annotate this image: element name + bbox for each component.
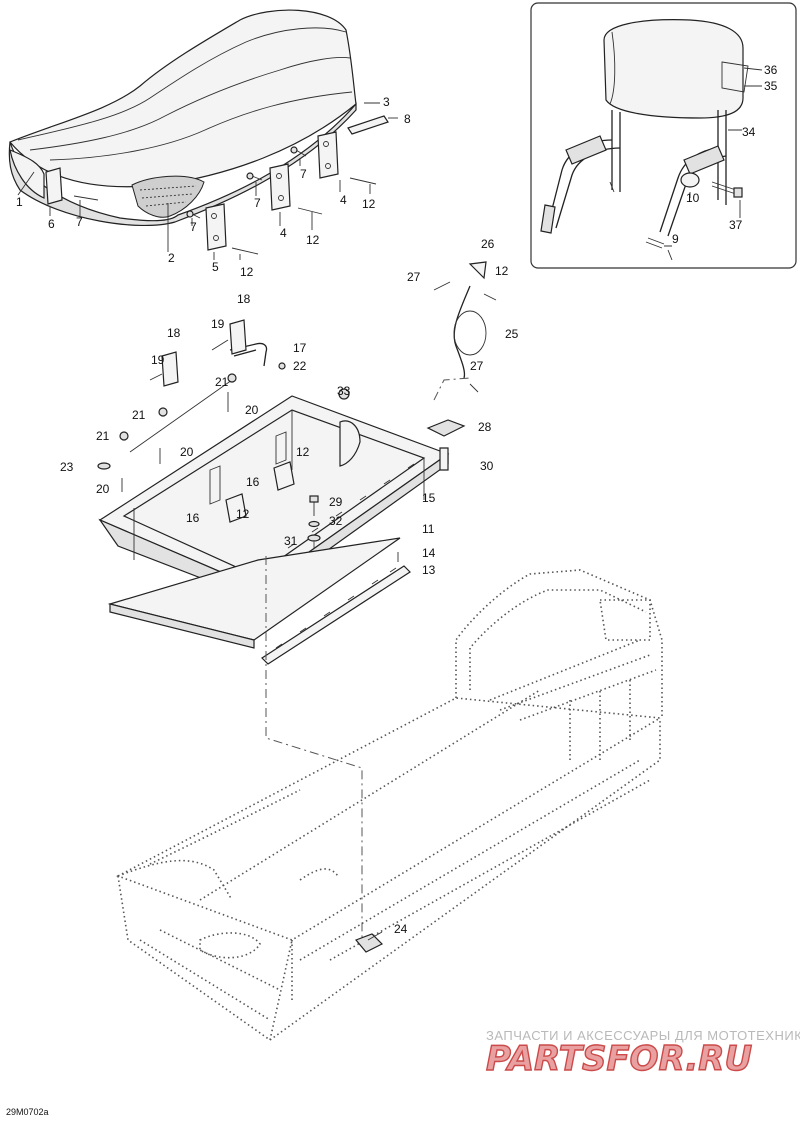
callout-12: 12	[296, 445, 310, 459]
callout-13: 13	[422, 563, 436, 577]
callout-16: 16	[246, 475, 260, 489]
callout-12: 12	[236, 507, 250, 521]
callout-12: 12	[495, 264, 509, 278]
callout-27: 27	[470, 359, 484, 373]
callout-30: 30	[480, 459, 494, 473]
callout-19: 19	[211, 317, 225, 331]
callout-20: 20	[245, 403, 259, 417]
callout-18: 18	[167, 326, 181, 340]
callout-16: 16	[186, 511, 200, 525]
callout-21: 21	[132, 408, 146, 422]
callout-15: 15	[422, 491, 436, 505]
callout-4: 4	[340, 193, 347, 207]
callout-17: 17	[293, 341, 307, 355]
callout-20: 20	[180, 445, 194, 459]
callout-12: 12	[306, 233, 320, 247]
storage-rail	[261, 463, 415, 665]
callout-6: 6	[48, 217, 55, 231]
callout-37: 37	[729, 218, 743, 232]
callout-26: 26	[481, 237, 495, 251]
release-cable	[426, 261, 497, 471]
callout-28: 28	[478, 420, 492, 434]
callout-24: 24	[394, 922, 408, 936]
callout-3: 3	[383, 95, 390, 109]
callout-1: 1	[16, 195, 23, 209]
callout-25: 25	[505, 327, 519, 341]
storage-tray	[107, 537, 401, 649]
callout-7: 7	[300, 167, 307, 181]
callout-29: 29	[329, 495, 343, 509]
callout-21: 21	[96, 429, 110, 443]
callout-19: 19	[151, 353, 165, 367]
callout-2: 2	[168, 251, 175, 265]
callout-8: 8	[404, 112, 411, 126]
seat-brackets	[45, 131, 377, 255]
callout-21: 21	[215, 375, 229, 389]
callout-35: 35	[764, 79, 778, 93]
alignment-line	[265, 556, 363, 940]
mounting-bolts	[307, 495, 399, 562]
callout-7: 7	[254, 196, 261, 210]
watermark-subtitle: ЗАПЧАСТИ И АКСЕССУАРЫ ДЛЯ МОТОТЕХНИКИ	[486, 1028, 800, 1043]
callout-20: 20	[96, 482, 110, 496]
callout-4: 4	[280, 226, 287, 240]
callout-36: 36	[764, 63, 778, 77]
callout-23: 23	[60, 460, 74, 474]
callout-34: 34	[742, 125, 756, 139]
callout-9: 9	[672, 232, 679, 246]
seat-trim-strip	[347, 115, 389, 135]
callout-5: 5	[212, 260, 219, 274]
drawing-code: 29M0702a	[6, 1107, 49, 1117]
callout-18: 18	[237, 292, 251, 306]
callout-11: 11	[422, 522, 435, 536]
watermark: ЗАПЧАСТИ И АКСЕССУАРЫ ДЛЯ МОТОТЕХНИКИ PA…	[485, 1028, 800, 1080]
watermark-logo: PARTSFOR.RU	[486, 1039, 752, 1079]
chassis-frame	[116, 569, 663, 1042]
callout-7: 7	[76, 215, 83, 229]
callout-12: 12	[362, 197, 376, 211]
callout-14: 14	[422, 546, 436, 560]
callout-32: 32	[329, 514, 343, 528]
callout-27: 27	[407, 270, 421, 284]
callout-33: 33	[337, 384, 351, 398]
callout-12: 12	[240, 265, 254, 279]
latch-hardware	[97, 319, 350, 492]
callout-7: 7	[190, 220, 197, 234]
callout-31: 31	[284, 534, 298, 548]
backrest-inset-panel	[530, 2, 797, 269]
callout-10: 10	[686, 191, 700, 205]
callout-22: 22	[293, 359, 307, 373]
